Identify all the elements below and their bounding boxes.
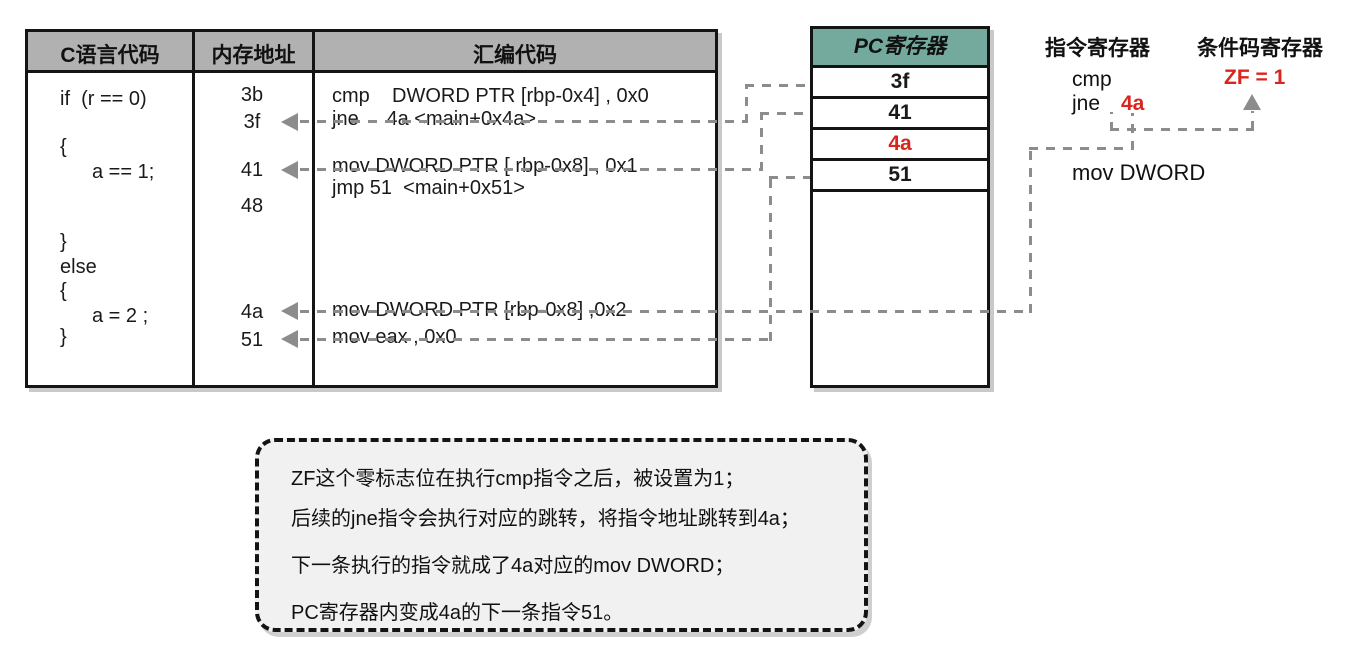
dash-segment <box>769 176 772 341</box>
c-code-line: { <box>60 280 67 302</box>
c-code-line: } <box>60 231 67 253</box>
instruction-register-title: 指令寄存器 <box>1045 37 1150 60</box>
table-header-row <box>28 32 715 73</box>
memory-address: 41 <box>240 159 264 181</box>
code-assembly-table: C语言代码 内存地址 汇编代码 if (r == 0) { a == 1; } … <box>25 29 718 388</box>
arrow-left-icon <box>281 113 298 131</box>
c-code-line: else <box>60 256 97 278</box>
dash-segment <box>1110 112 1113 131</box>
memory-address: 48 <box>240 195 264 217</box>
dash-segment <box>300 338 772 341</box>
assembly-line: cmp DWORD PTR [rbp-0x4] , 0x0 <box>332 85 649 107</box>
dash-segment <box>745 84 748 123</box>
zf-flag-value: ZF = 1 <box>1224 66 1286 89</box>
explanation-note-box: ZF这个零标志位在执行cmp指令之后，被设置为1； 后续的jne指令会执行对应的… <box>255 438 868 632</box>
dash-segment <box>1131 113 1134 150</box>
c-code-line: { <box>60 136 67 158</box>
dash-segment <box>1029 147 1032 313</box>
column-divider <box>312 32 315 385</box>
c-code-line: if (r == 0) <box>60 88 147 110</box>
header-assembly: 汇编代码 <box>473 44 557 67</box>
pc-register-row-highlighted: 4a <box>813 130 987 161</box>
assembly-line: mov DWORD PTR [ rbp-0x8] , 0x1 <box>332 155 638 177</box>
arrow-left-icon <box>281 161 298 179</box>
arrow-up-icon <box>1243 94 1261 110</box>
memory-address: 51 <box>240 329 264 351</box>
dash-segment <box>300 120 748 123</box>
dash-segment <box>769 176 810 179</box>
arrow-left-icon <box>281 330 298 348</box>
c-code-line: a == 1; <box>92 161 155 183</box>
note-line: PC寄存器内变成4a的下一条指令51。 <box>291 602 624 624</box>
assembly-line: jmp 51 <main+0x51> <box>332 177 525 199</box>
column-divider <box>192 32 195 385</box>
header-c-code: C语言代码 <box>60 44 160 67</box>
dash-segment <box>1110 128 1254 131</box>
memory-address: 3f <box>243 111 261 133</box>
arrow-left-icon <box>281 302 298 320</box>
assembly-line: mov eax , 0x0 <box>332 326 457 348</box>
note-line: 后续的jne指令会执行对应的跳转，将指令地址跳转到4a； <box>291 508 800 530</box>
dash-segment <box>745 84 810 87</box>
instruction-register-line: jne <box>1072 92 1101 115</box>
dash-segment <box>1029 147 1134 150</box>
c-code-line: a = 2 ; <box>92 305 149 327</box>
condition-register-title: 条件码寄存器 <box>1197 37 1323 60</box>
pc-register-row: 3f <box>813 68 987 99</box>
memory-address: 3b <box>240 84 264 106</box>
dash-segment <box>1251 111 1254 130</box>
assembly-line: jne 4a <main+0x4a> <box>332 108 537 130</box>
next-instruction-text: mov DWORD <box>1072 160 1206 185</box>
pc-register-table: PC寄存器 3f 41 4a 51 <box>810 26 990 388</box>
pc-register-title: PC寄存器 <box>813 29 987 68</box>
dash-segment <box>300 168 763 171</box>
dash-segment <box>760 112 763 171</box>
header-memory-address: 内存地址 <box>211 44 296 67</box>
dash-segment <box>300 310 1032 313</box>
instruction-register-line: cmp <box>1072 68 1112 91</box>
pc-register-row: 51 <box>813 161 987 192</box>
note-line: ZF这个零标志位在执行cmp指令之后，被设置为1； <box>291 468 745 490</box>
memory-address: 4a <box>240 301 264 323</box>
c-code-line: } <box>60 326 67 348</box>
pc-register-row: 41 <box>813 99 987 130</box>
note-line: 下一条执行的指令就成了4a对应的mov DWORD； <box>291 555 735 577</box>
jump-target-value: 4a <box>1121 92 1145 115</box>
dash-segment <box>760 112 810 115</box>
